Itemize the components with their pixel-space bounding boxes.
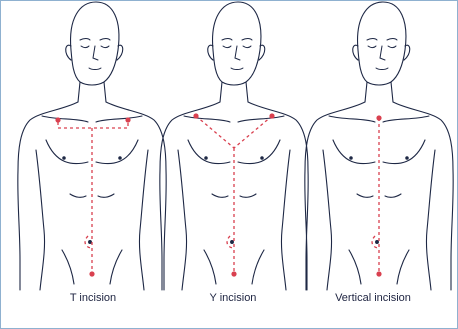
caption-y-incision: Y incision	[163, 292, 303, 304]
figure-vertical-incision	[305, 2, 453, 290]
figure-y-incision	[160, 2, 308, 290]
figure-t-incision	[18, 2, 166, 290]
t-incision-endpoints	[55, 117, 130, 276]
y-incision-line	[196, 116, 272, 274]
caption-t-incision: T incision	[23, 292, 163, 304]
caption-vertical-incision: Vertical incision	[303, 292, 443, 304]
t-incision-line	[58, 120, 128, 274]
